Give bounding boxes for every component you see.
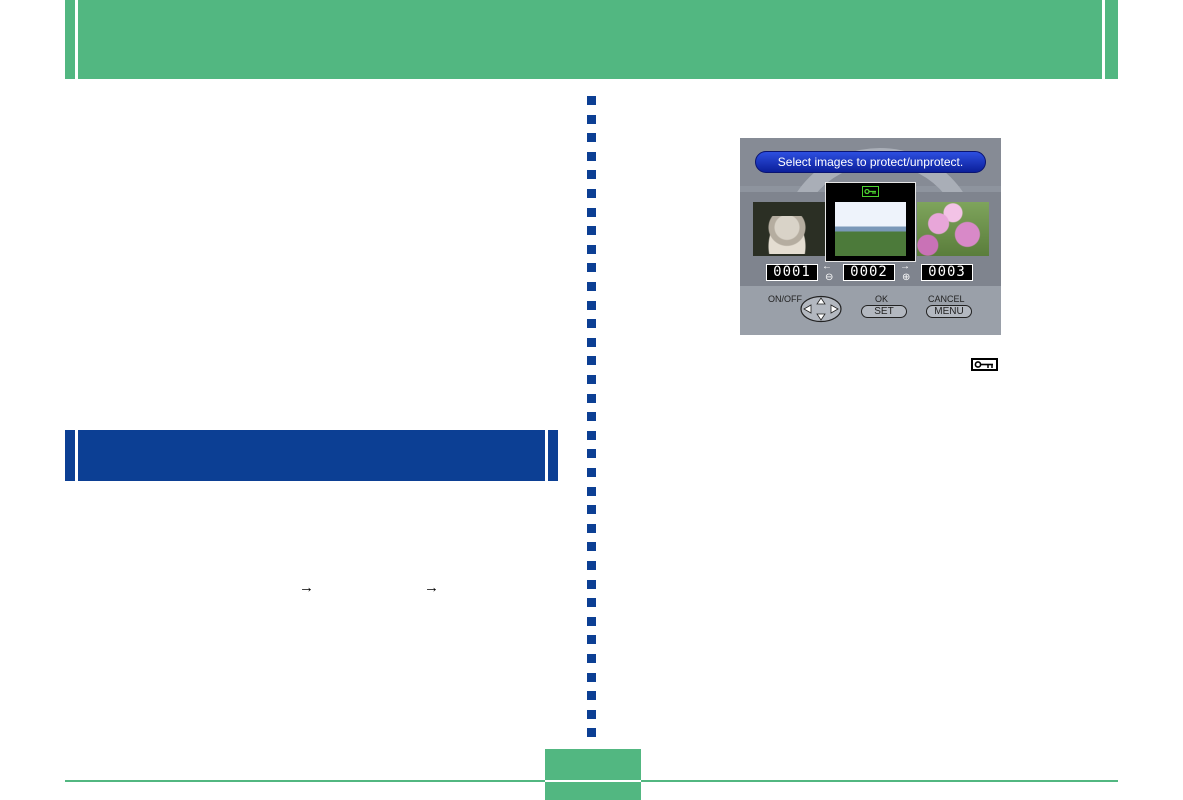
divider-dot [587,728,596,737]
divider-dot [587,319,596,328]
thumbnail-flowers-image[interactable] [917,202,989,256]
divider-dot [587,170,596,179]
column-divider [587,96,596,737]
divider-dot [587,598,596,607]
divider-dot [587,282,596,291]
divider-dot [587,115,596,124]
divider-dot [587,580,596,589]
divider-dot [587,133,596,142]
thumbnail-landscape-image [835,202,906,256]
divider-dot [587,152,596,161]
onoff-label: ON/OFF [768,294,802,304]
divider-dot [587,338,596,347]
key-icon [862,186,879,197]
page-number-tab [545,749,641,800]
divider-dot [587,189,596,198]
key-icon [971,358,998,371]
ok-label: OK [875,294,889,304]
image-counter-selected: 0002 [843,264,895,281]
plus-icon: ⊕ [902,272,911,283]
menu-path-arrow: → [424,579,439,596]
section-stripe-right [545,430,548,481]
divider-dot [587,710,596,719]
thumbnail-kitten-image[interactable] [753,202,825,256]
divider-dot [587,96,596,105]
lcd-instruction-banner: Select images to protect/unprotect. [755,151,986,173]
divider-dot [587,654,596,663]
divider-dot [587,691,596,700]
divider-dot [587,375,596,384]
page-tab-divider [545,780,641,782]
divider-dot [587,635,596,644]
menu-button[interactable]: MENU [926,305,972,318]
divider-dot [587,505,596,514]
divider-dot [587,449,596,458]
divider-dot [587,412,596,421]
kitten-figure [767,216,807,254]
divider-dot [587,617,596,626]
dpad-icon [800,295,842,323]
page-header-bar [65,0,1118,79]
divider-dot [587,394,596,403]
section-heading-bar [65,430,558,481]
divider-dot [587,673,596,682]
divider-dot [587,356,596,365]
cancel-label: CANCEL [928,294,965,304]
camera-lcd-screen: Select images to protect/unprotect. 0001… [740,138,1001,335]
divider-dot [587,245,596,254]
divider-dot [587,263,596,272]
divider-dot [587,431,596,440]
divider-dot [587,208,596,217]
selected-thumbnail-frame[interactable] [825,182,916,262]
divider-dot [587,487,596,496]
section-stripe-left [75,430,78,481]
divider-dot [587,542,596,551]
divider-dot [587,561,596,570]
minus-icon: ⊖ [825,272,834,283]
divider-dot [587,301,596,310]
header-stripe-right [1102,0,1105,79]
divider-dot [587,226,596,235]
left-arrow-icon: ← [822,261,832,272]
image-counter: 0003 [921,264,973,281]
set-button[interactable]: SET [861,305,907,318]
header-stripe-left [75,0,78,79]
menu-path-arrow: → [299,579,314,596]
divider-dot [587,524,596,533]
divider-dot [587,468,596,477]
image-counter: 0001 [766,264,818,281]
dpad-control[interactable] [800,295,842,323]
right-arrow-icon: → [900,261,910,272]
